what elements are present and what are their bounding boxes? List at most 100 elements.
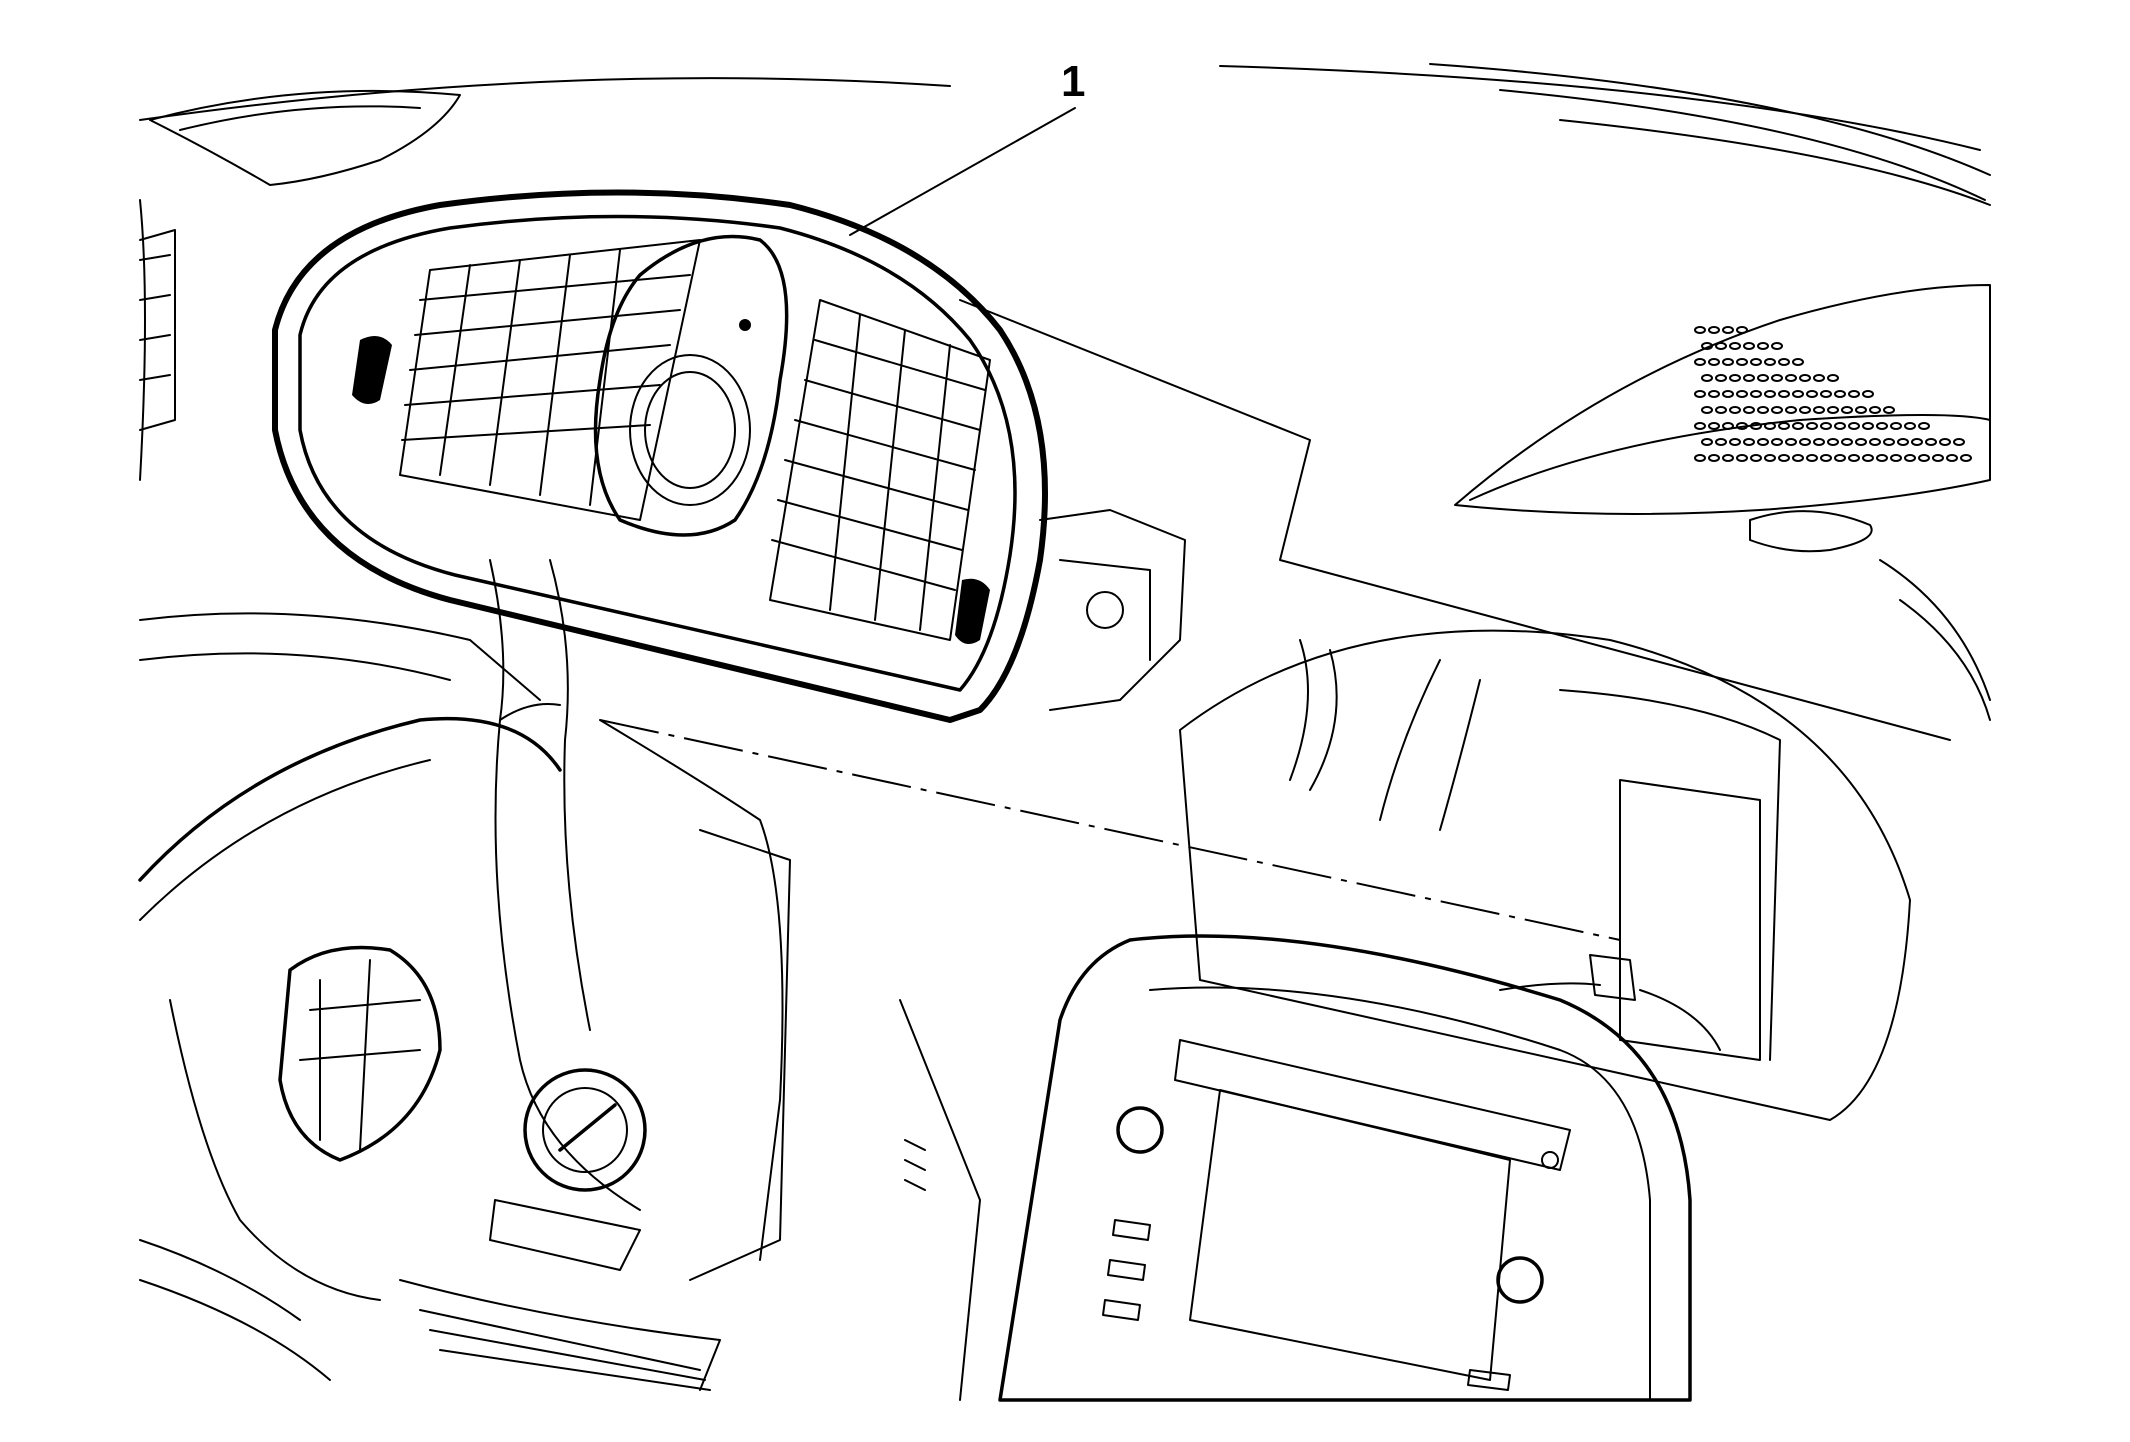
grille-hole [1904, 422, 1916, 430]
grille-hole [1743, 406, 1755, 414]
grille-hole [1708, 326, 1720, 334]
grille-hole [1722, 358, 1734, 366]
grille-hole [1869, 438, 1881, 446]
grille-hole [1736, 390, 1748, 398]
grille-hole [1834, 390, 1846, 398]
grille-hole [1827, 374, 1839, 382]
grille-hole [1729, 342, 1741, 350]
grille-hole [1834, 454, 1846, 462]
grille-hole [1708, 422, 1720, 430]
speaker-grille-holes [1694, 326, 1972, 462]
grille-hole [1736, 358, 1748, 366]
grille-hole [1855, 406, 1867, 414]
grille-hole [1862, 390, 1874, 398]
grille-hole [1743, 438, 1755, 446]
grille-hole [1764, 454, 1776, 462]
grille-hole [1694, 326, 1706, 334]
cluster-cavity-wiring [1179, 629, 1911, 1121]
grille-hole [1848, 454, 1860, 462]
grille-hole [1722, 454, 1734, 462]
grille-hole [1820, 454, 1832, 462]
grille-hole [1743, 374, 1755, 382]
grille-hole [1708, 358, 1720, 366]
grille-hole [1729, 406, 1741, 414]
grille-hole [1757, 438, 1769, 446]
grille-hole [1827, 438, 1839, 446]
grille-hole [1736, 326, 1748, 334]
grille-hole [1743, 342, 1755, 350]
grille-hole [1750, 358, 1762, 366]
grille-hole [1792, 390, 1804, 398]
grille-hole [1771, 406, 1783, 414]
grille-hole [1876, 454, 1888, 462]
grille-hole [1715, 374, 1727, 382]
grille-hole [1785, 438, 1797, 446]
grille-hole [1694, 422, 1706, 430]
grille-hole [1757, 374, 1769, 382]
grille-hole [1799, 438, 1811, 446]
grille-hole [1708, 390, 1720, 398]
grille-hole [1715, 342, 1727, 350]
grille-hole [1925, 438, 1937, 446]
grille-hole [1736, 454, 1748, 462]
grille-hole [1848, 390, 1860, 398]
grille-hole [1701, 342, 1713, 350]
grille-hole [1785, 406, 1797, 414]
grille-hole [1820, 390, 1832, 398]
grille-hole [1953, 438, 1965, 446]
grille-hole [1806, 454, 1818, 462]
grille-hole [1771, 342, 1783, 350]
grille-hole [1771, 438, 1783, 446]
grille-hole [1806, 390, 1818, 398]
grille-hole [1694, 390, 1706, 398]
grille-hole [1736, 422, 1748, 430]
grille-hole [1722, 326, 1734, 334]
grille-hole [1722, 390, 1734, 398]
grille-hole [1778, 422, 1790, 430]
grille-hole [1715, 438, 1727, 446]
grille-hole [1904, 454, 1916, 462]
grille-hole [1750, 390, 1762, 398]
callout-label-1: 1 [1061, 57, 1086, 106]
grille-hole [1834, 422, 1846, 430]
grille-hole [1694, 358, 1706, 366]
grille-hole [1932, 454, 1944, 462]
grille-hole [1722, 422, 1734, 430]
grille-hole [1841, 406, 1853, 414]
instrument-cluster-bezel [272, 189, 1186, 723]
grille-hole [1806, 422, 1818, 430]
grille-hole [1848, 422, 1860, 430]
grille-hole [1764, 390, 1776, 398]
grille-hole [1785, 374, 1797, 382]
grille-hole [1764, 422, 1776, 430]
grille-hole [1792, 454, 1804, 462]
grille-hole [1918, 454, 1930, 462]
grille-hole [1883, 438, 1895, 446]
grille-hole [1778, 358, 1790, 366]
grille-hole [1799, 374, 1811, 382]
grille-hole [1757, 342, 1769, 350]
grille-hole [1813, 374, 1825, 382]
grille-hole [1862, 422, 1874, 430]
grille-hole [1715, 406, 1727, 414]
grille-hole [1778, 390, 1790, 398]
grille-hole [1708, 454, 1720, 462]
left-side-vent [139, 89, 461, 481]
grille-hole [1918, 422, 1930, 430]
lower-dash [399, 719, 981, 1401]
grille-hole [1883, 406, 1895, 414]
grille-hole [1729, 374, 1741, 382]
grille-hole [1813, 406, 1825, 414]
grille-hole [1792, 358, 1804, 366]
radio-head-unit [998, 934, 1692, 1402]
grille-hole [1820, 422, 1832, 430]
grille-hole [1792, 422, 1804, 430]
speaker-grille [1454, 284, 1991, 553]
ignition-switch [489, 1068, 647, 1271]
steering-wheel [138, 559, 641, 1381]
right-dash-edge [1879, 559, 1991, 721]
grille-hole [1897, 438, 1909, 446]
grille-hole [1946, 454, 1958, 462]
grille-hole [1876, 422, 1888, 430]
grille-hole [1750, 454, 1762, 462]
